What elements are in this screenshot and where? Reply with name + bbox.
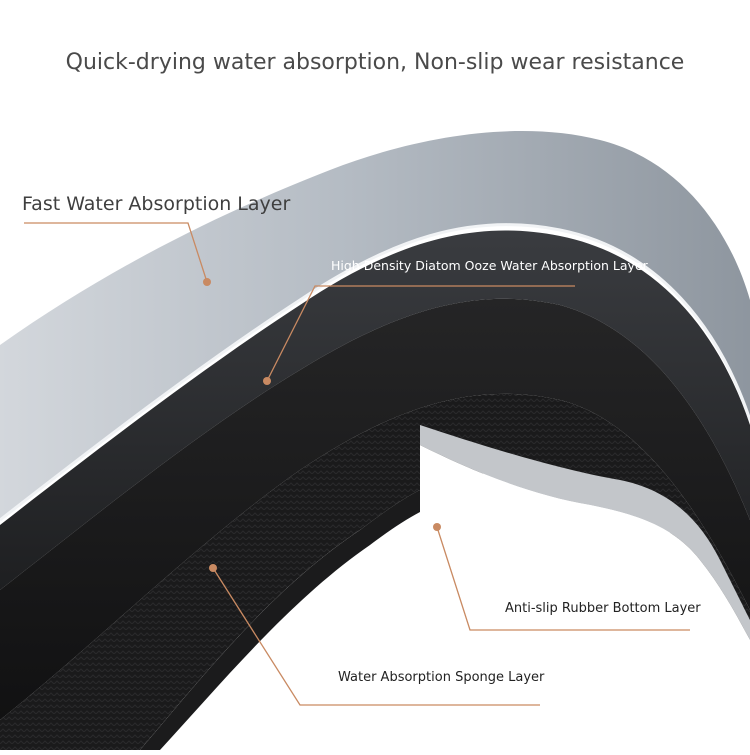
dot-diatom: [263, 377, 271, 385]
label-fast-absorption-layer: Fast Water Absorption Layer: [22, 193, 291, 215]
sponge-texture-surface: [0, 393, 750, 750]
dot-sponge: [209, 564, 217, 572]
dot-rubber: [433, 523, 441, 531]
rubber-layer-edge: [420, 425, 750, 640]
leader-line-diatom: [266, 285, 575, 382]
leader-dots: [203, 278, 441, 572]
leader-line-sponge: [212, 567, 540, 706]
rubber-base: [140, 490, 420, 750]
sponge-layer-shape: [0, 298, 750, 720]
fast-absorption-surface: [0, 131, 750, 520]
background-lower-right: [140, 445, 750, 750]
label-rubber-layer: Anti-slip Rubber Bottom Layer: [505, 601, 701, 616]
leader-line-top: [24, 222, 208, 283]
leader-lines: [24, 222, 690, 706]
dot-top: [203, 278, 211, 286]
leader-line-rubber: [436, 526, 690, 631]
headline: Quick-drying water absorption, Non-slip …: [65, 50, 685, 75]
label-sponge-layer: Water Absorption Sponge Layer: [338, 670, 545, 685]
top-layer-edge: [0, 223, 750, 522]
diatom-layer-shape: [0, 230, 750, 590]
label-diatom-layer: High Density Diatom Ooze Water Absorptio…: [331, 258, 648, 273]
